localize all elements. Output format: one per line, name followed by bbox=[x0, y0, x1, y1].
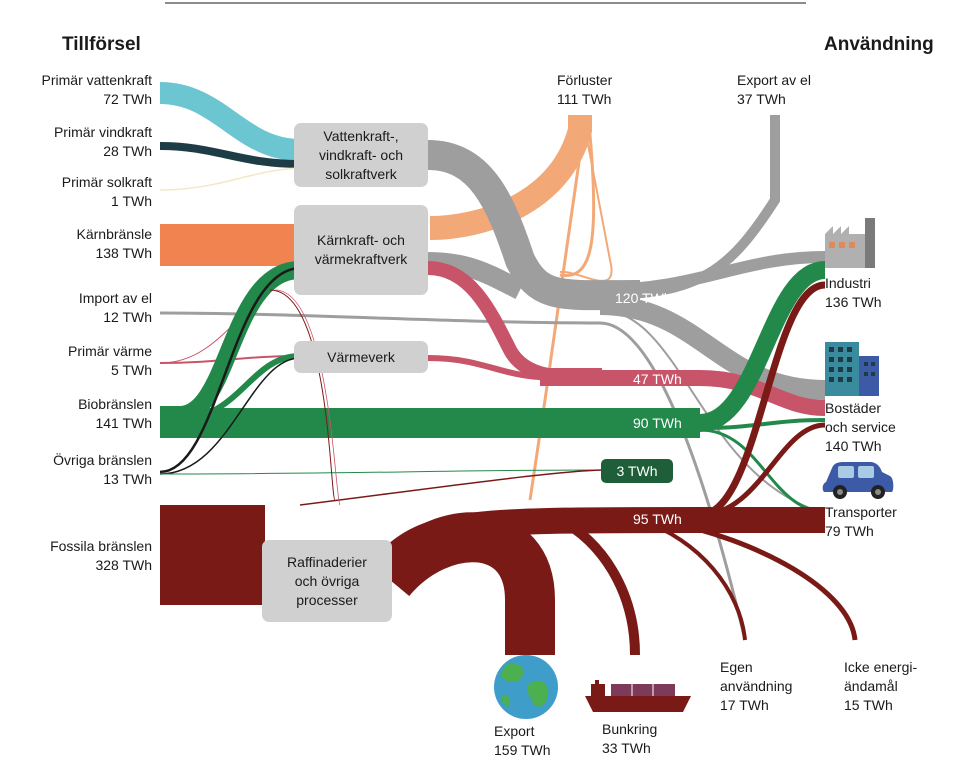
biofuels-flow bbox=[160, 261, 827, 514]
factory-icon bbox=[825, 218, 875, 268]
solar-flow bbox=[159, 167, 301, 191]
flow-label-district-heat: 47 TWh bbox=[633, 371, 682, 387]
node-heat-plant: Värmeverk bbox=[294, 341, 428, 373]
ship-icon bbox=[585, 680, 691, 712]
district-heat-junction bbox=[548, 368, 602, 386]
building-icon bbox=[825, 342, 879, 396]
hydro-flow bbox=[159, 82, 301, 161]
other-fuels-green-thin bbox=[159, 469, 601, 475]
car-icon bbox=[822, 462, 894, 499]
flow-label-electricity: 120 TWh bbox=[615, 290, 672, 306]
supply-header: Tillförsel bbox=[62, 34, 141, 55]
flow-label-biofuels: 90 TWh bbox=[633, 415, 682, 431]
wind-flow bbox=[159, 142, 301, 168]
flow-label-other-fuels: 3 TWh bbox=[601, 459, 673, 483]
flow-label-fossil: 95 TWh bbox=[633, 511, 682, 527]
fossil-thin-pink bbox=[274, 289, 341, 506]
other-fuels-flow bbox=[159, 266, 301, 475]
globe-icon bbox=[494, 655, 558, 719]
losses-flows bbox=[429, 115, 613, 501]
use-header: Användning bbox=[824, 34, 934, 55]
fossil-flow bbox=[160, 281, 858, 656]
